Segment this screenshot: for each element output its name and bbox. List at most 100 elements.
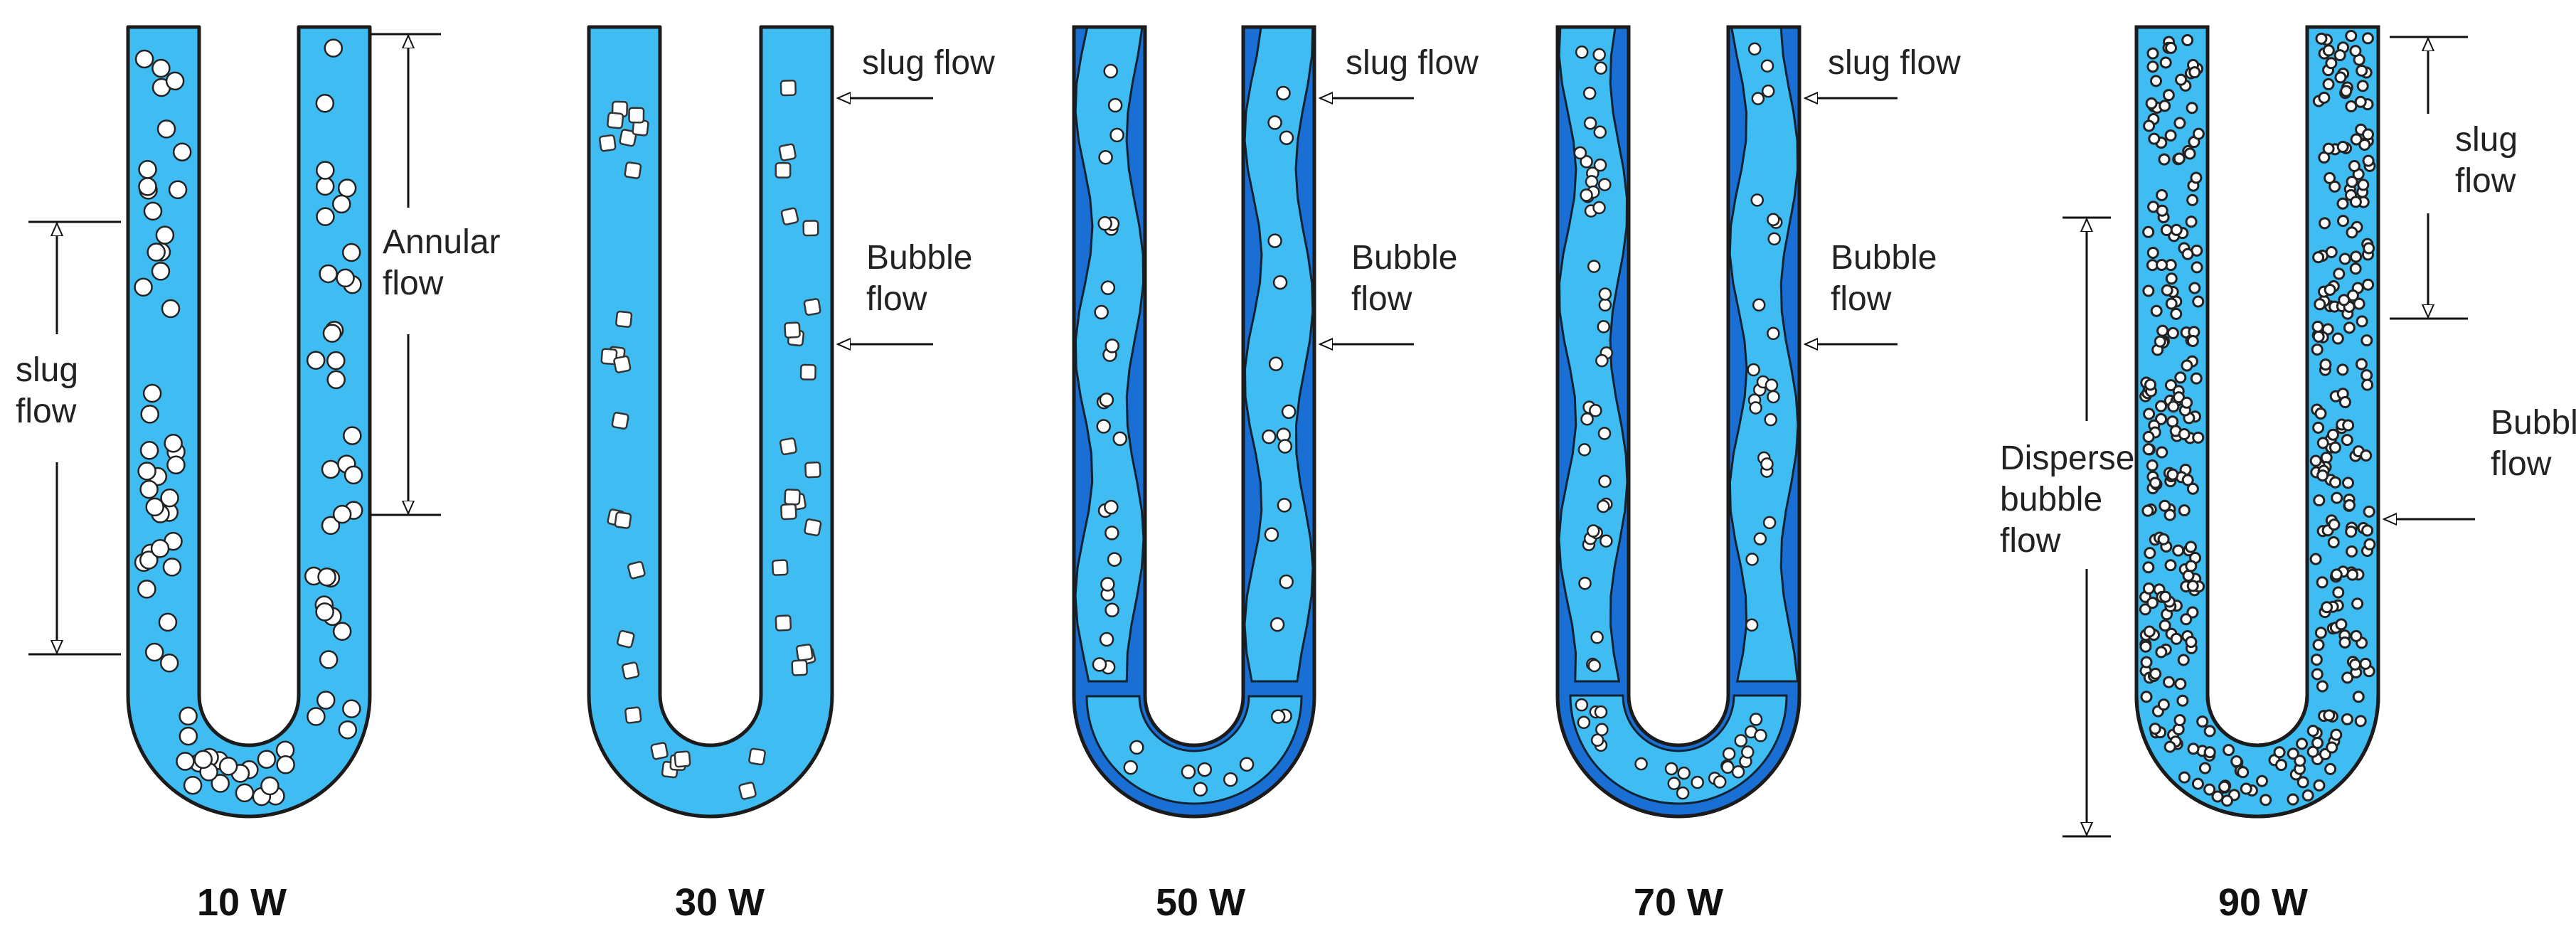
bubble (2329, 476, 2342, 489)
bubble (144, 642, 164, 662)
bubble (2167, 400, 2180, 413)
bubble (1098, 149, 1113, 165)
bubble (138, 160, 157, 179)
bubble (611, 412, 629, 430)
bubble (2310, 654, 2323, 666)
liquid-core-bend (1569, 694, 1788, 805)
bubble (2143, 119, 2156, 132)
bubble (2139, 603, 2151, 616)
bubble (784, 489, 801, 506)
bubble (218, 757, 238, 776)
bubble (235, 783, 255, 803)
bubble (2165, 41, 2178, 54)
bubble (2183, 147, 2196, 160)
bubble (624, 161, 642, 179)
bubble (1753, 532, 1767, 545)
bubble (2192, 431, 2205, 444)
bubble (1181, 764, 1196, 779)
bubble (158, 612, 178, 632)
bubble (2140, 691, 2153, 703)
bubble (2351, 597, 2364, 610)
bubble (2162, 89, 2175, 102)
bubble (2338, 636, 2351, 649)
bubble (2230, 755, 2243, 767)
bubble (2203, 725, 2216, 737)
bubble (2330, 728, 2343, 741)
bubble (779, 437, 797, 456)
bubble (338, 720, 358, 740)
bubble (2333, 267, 2346, 280)
bubble (1573, 146, 1587, 160)
panel-title-30w: 30 W (674, 881, 765, 924)
bubble (2170, 223, 2183, 236)
bubble (2287, 747, 2299, 760)
p3-slug-flow-label: slug flow (1346, 44, 1479, 82)
bubble (1578, 576, 1592, 590)
bubble (1096, 419, 1112, 434)
bubble (2321, 601, 2333, 614)
bubble (1276, 85, 1291, 101)
bubble (2240, 782, 2252, 795)
bubble (161, 299, 181, 319)
bubble (1129, 740, 1144, 755)
bubble (2180, 613, 2193, 626)
bubble (2143, 408, 2156, 420)
bubble (332, 504, 352, 524)
bubble (2190, 171, 2203, 184)
bubble (617, 629, 635, 649)
bubble (2184, 540, 2197, 553)
bubble (2306, 745, 2319, 758)
bubble (140, 405, 159, 424)
bubble (1741, 745, 1755, 759)
bubble (599, 134, 617, 152)
bubble (2150, 304, 2163, 317)
bubble (1721, 760, 1735, 774)
panel-title-90w: 90 W (2218, 881, 2309, 924)
bubble (151, 58, 171, 78)
bubble (2140, 656, 2153, 669)
bubble (2345, 100, 2358, 113)
bubble (2163, 740, 2176, 753)
bubble (2186, 193, 2199, 206)
bubble (1100, 577, 1115, 592)
bubble (2181, 396, 2193, 409)
bubble (2173, 117, 2186, 129)
bubble (2142, 225, 2155, 238)
bubble (2186, 482, 2199, 495)
bubble (143, 201, 163, 221)
bubble (2338, 252, 2351, 265)
bubble (2149, 75, 2162, 87)
bubble (332, 622, 352, 641)
bubble (2316, 576, 2328, 589)
panel-title-10w: 10 W (196, 881, 287, 924)
bubble (1575, 46, 1589, 59)
bubble (2332, 586, 2345, 599)
bubble (160, 488, 179, 508)
bubble (2354, 95, 2367, 108)
bubble (2357, 179, 2370, 191)
bubble (2312, 639, 2325, 651)
bubble (2361, 524, 2374, 537)
bubble (1750, 193, 1765, 207)
bubble (2188, 66, 2201, 79)
bubble (1272, 275, 1288, 290)
bubble (1594, 61, 1608, 75)
bubble (1600, 534, 1613, 548)
bubble (2319, 358, 2332, 371)
bubble (2345, 29, 2358, 42)
bubble (343, 426, 362, 445)
bubble (2185, 636, 2198, 649)
bubble (2314, 407, 2327, 420)
bubble (2336, 197, 2349, 210)
bubble (155, 225, 175, 245)
bubble (2156, 258, 2168, 271)
bubble (2144, 547, 2156, 560)
bubble (2354, 715, 2367, 728)
bubble (804, 518, 822, 537)
bubble (2346, 226, 2358, 239)
bubble (2143, 625, 2156, 638)
bubble (2326, 741, 2338, 754)
bubble (1270, 617, 1285, 632)
bubble (600, 348, 618, 366)
